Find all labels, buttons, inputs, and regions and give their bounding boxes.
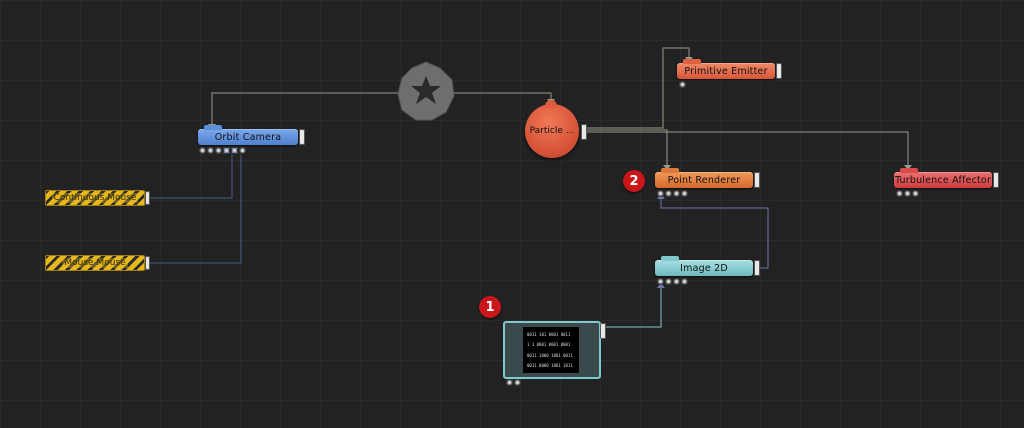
step-badge-1: 1 (479, 296, 501, 318)
image-source-node[interactable]: 0011 101 0001 0011 1 1 0001 0001 0001 00… (503, 321, 606, 379)
node-label: Image 2D (680, 262, 728, 274)
turbulence-affector-node[interactable]: Turbulence Affector (894, 168, 999, 188)
input-port[interactable] (657, 278, 664, 285)
node-ports (657, 278, 688, 285)
node-ports (896, 190, 919, 197)
wire-hazard1-to-camera (148, 155, 233, 199)
node-grip-handle[interactable] (145, 191, 150, 205)
input-port[interactable] (681, 278, 688, 285)
node-grip-handle[interactable] (600, 323, 606, 339)
node-ports (506, 379, 521, 386)
wire-arrow (904, 165, 912, 170)
unavailable-node[interactable]: Mouse Mouse (45, 255, 150, 271)
wire-particle-to-turbulence (581, 131, 909, 166)
input-port[interactable] (239, 147, 246, 154)
input-port[interactable] (514, 379, 521, 386)
wire-particle-to-renderer (581, 129, 668, 166)
node-grip-handle[interactable] (299, 129, 305, 145)
node-label: Orbit Camera (214, 131, 282, 143)
input-port[interactable] (215, 147, 222, 154)
input-port[interactable] (506, 379, 513, 386)
image-preview: 0011 101 0001 0011 1 1 0001 0001 0001 00… (523, 327, 579, 373)
preview-line: 1 1 0001 0001 0001 (527, 342, 571, 348)
wire-image2d-to-renderer (660, 198, 769, 269)
step-badge-2: 2 (623, 170, 645, 192)
wire-image-to-image2d (603, 287, 662, 328)
image-2d-node[interactable]: Image 2D (655, 256, 760, 276)
input-port[interactable] (657, 190, 664, 197)
wire-arrow (657, 283, 665, 288)
node-ports (657, 190, 688, 197)
node-label: Continuous Mouse (51, 193, 139, 203)
node-label: Turbulence Affector (894, 174, 992, 186)
wire-root-to-camera (211, 92, 398, 125)
input-port[interactable] (207, 147, 214, 154)
input-port[interactable] (231, 147, 238, 154)
wire-arrow (663, 165, 671, 170)
node-label: Mouse Mouse (62, 258, 128, 268)
node-label: Point Renderer (667, 174, 741, 186)
node-grip-handle[interactable] (776, 63, 782, 79)
point-renderer-node[interactable]: Point Renderer (655, 168, 760, 188)
wire-hazard2-to-camera (150, 155, 242, 264)
node-tab (683, 59, 701, 64)
node-ports (199, 147, 246, 154)
input-port[interactable] (673, 190, 680, 197)
node-grip-handle[interactable] (754, 260, 760, 276)
node-tab (545, 100, 557, 108)
input-port[interactable] (681, 190, 688, 197)
node-ports (679, 81, 686, 88)
preview-line: 0011 0000 1001 1011 (527, 363, 573, 369)
node-label: Primitive Emitter (684, 65, 768, 77)
node-tab (661, 256, 679, 261)
input-port[interactable] (673, 278, 680, 285)
input-port[interactable] (665, 278, 672, 285)
particle-root-node[interactable]: Particle ... (525, 100, 587, 158)
node-grip-handle[interactable] (145, 256, 150, 270)
input-port[interactable] (904, 190, 911, 197)
input-port[interactable] (679, 81, 686, 88)
node-label: Particle ... (529, 126, 575, 136)
node-grip-handle[interactable] (993, 172, 999, 188)
node-grip-handle[interactable] (581, 124, 587, 140)
node-tab (661, 168, 679, 173)
orbit-camera-node[interactable]: Orbit Camera (198, 125, 305, 145)
gear-icon[interactable] (394, 60, 458, 124)
input-port[interactable] (665, 190, 672, 197)
input-port[interactable] (896, 190, 903, 197)
preview-line: 0011 1000 1001 0011 (527, 352, 573, 358)
node-grip-handle[interactable] (754, 172, 760, 188)
unavailable-node[interactable]: Continuous Mouse (45, 190, 150, 206)
wire-particle-to-emitter (581, 47, 690, 129)
input-port[interactable] (912, 190, 919, 197)
input-port[interactable] (223, 147, 230, 154)
node-tab (900, 168, 918, 173)
primitive-emitter-node[interactable]: Primitive Emitter (677, 59, 782, 79)
preview-line: 0011 101 0001 0011 (527, 331, 571, 337)
input-port[interactable] (199, 147, 206, 154)
wire-root-to-particle (454, 92, 552, 100)
node-tab (204, 125, 222, 130)
